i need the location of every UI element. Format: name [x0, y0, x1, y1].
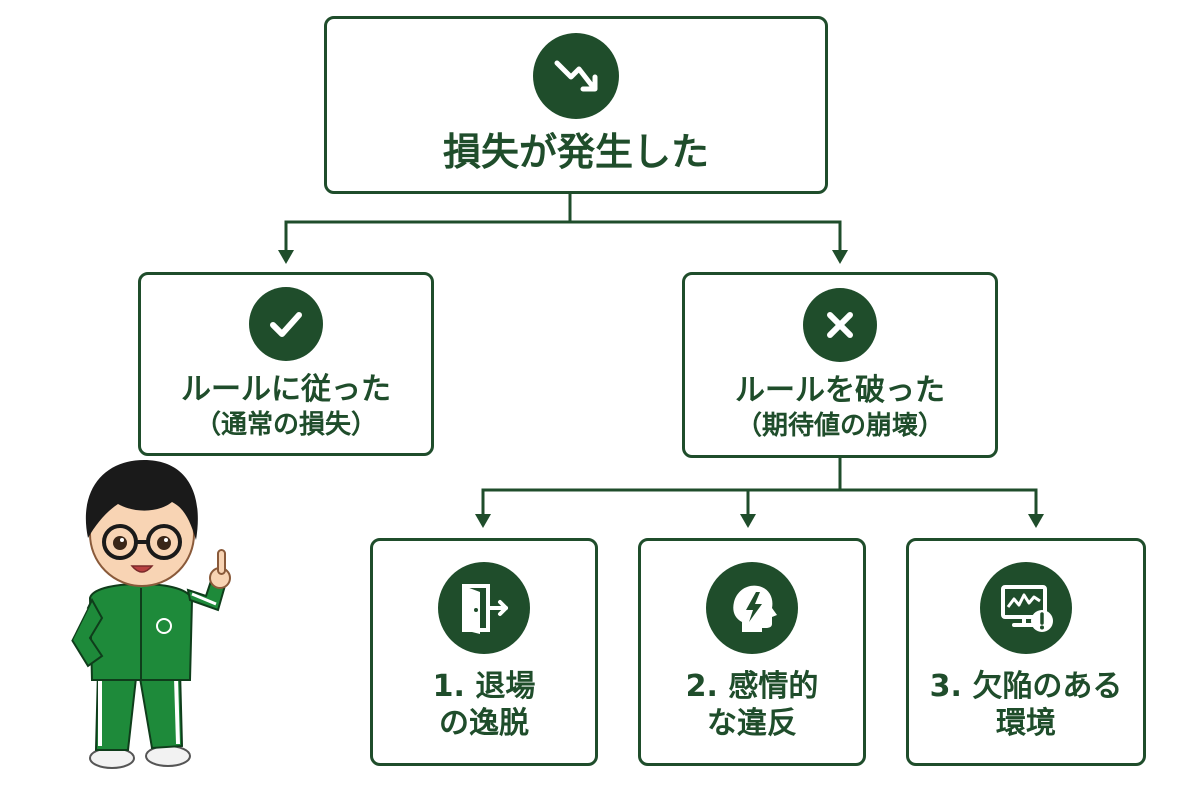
- cause-title: 2. 感情的: [685, 668, 819, 704]
- check-icon: [249, 287, 323, 361]
- cross-icon: [803, 288, 877, 362]
- exit-door-icon: [438, 561, 530, 654]
- mascot-character: [68, 460, 231, 769]
- cause-subtitle: な違反: [707, 706, 797, 741]
- branch-title: ルールに従った: [181, 372, 391, 407]
- trend-down-icon: [533, 33, 619, 120]
- monitor-warning-icon: [980, 561, 1072, 654]
- head-lightning-icon: [706, 561, 798, 654]
- cause-emotional-violation: 2. 感情的 な違反: [638, 538, 866, 766]
- branch-title: ルールを破った: [735, 373, 945, 408]
- branch-followed-rules: ルールに従った （通常の損失）: [138, 272, 434, 456]
- cause-subtitle: の逸脱: [439, 706, 529, 741]
- cause-exit-deviation: 1. 退場 の逸脱: [370, 538, 598, 766]
- cause-title: 1. 退場: [432, 668, 536, 704]
- branch-broke-rules: ルールを破った （期待値の崩壊）: [682, 272, 998, 458]
- branch-subtitle: （通常の損失）: [194, 409, 377, 440]
- root-node: 損失が発生した: [324, 16, 828, 194]
- cause-title: 3. 欠陥のある: [929, 668, 1123, 704]
- cause-subtitle: 環境: [996, 706, 1056, 741]
- root-label: 損失が発生した: [442, 130, 709, 175]
- cause-flawed-environment: 3. 欠陥のある 環境: [906, 538, 1146, 766]
- branch-subtitle: （期待値の崩壊）: [735, 410, 944, 441]
